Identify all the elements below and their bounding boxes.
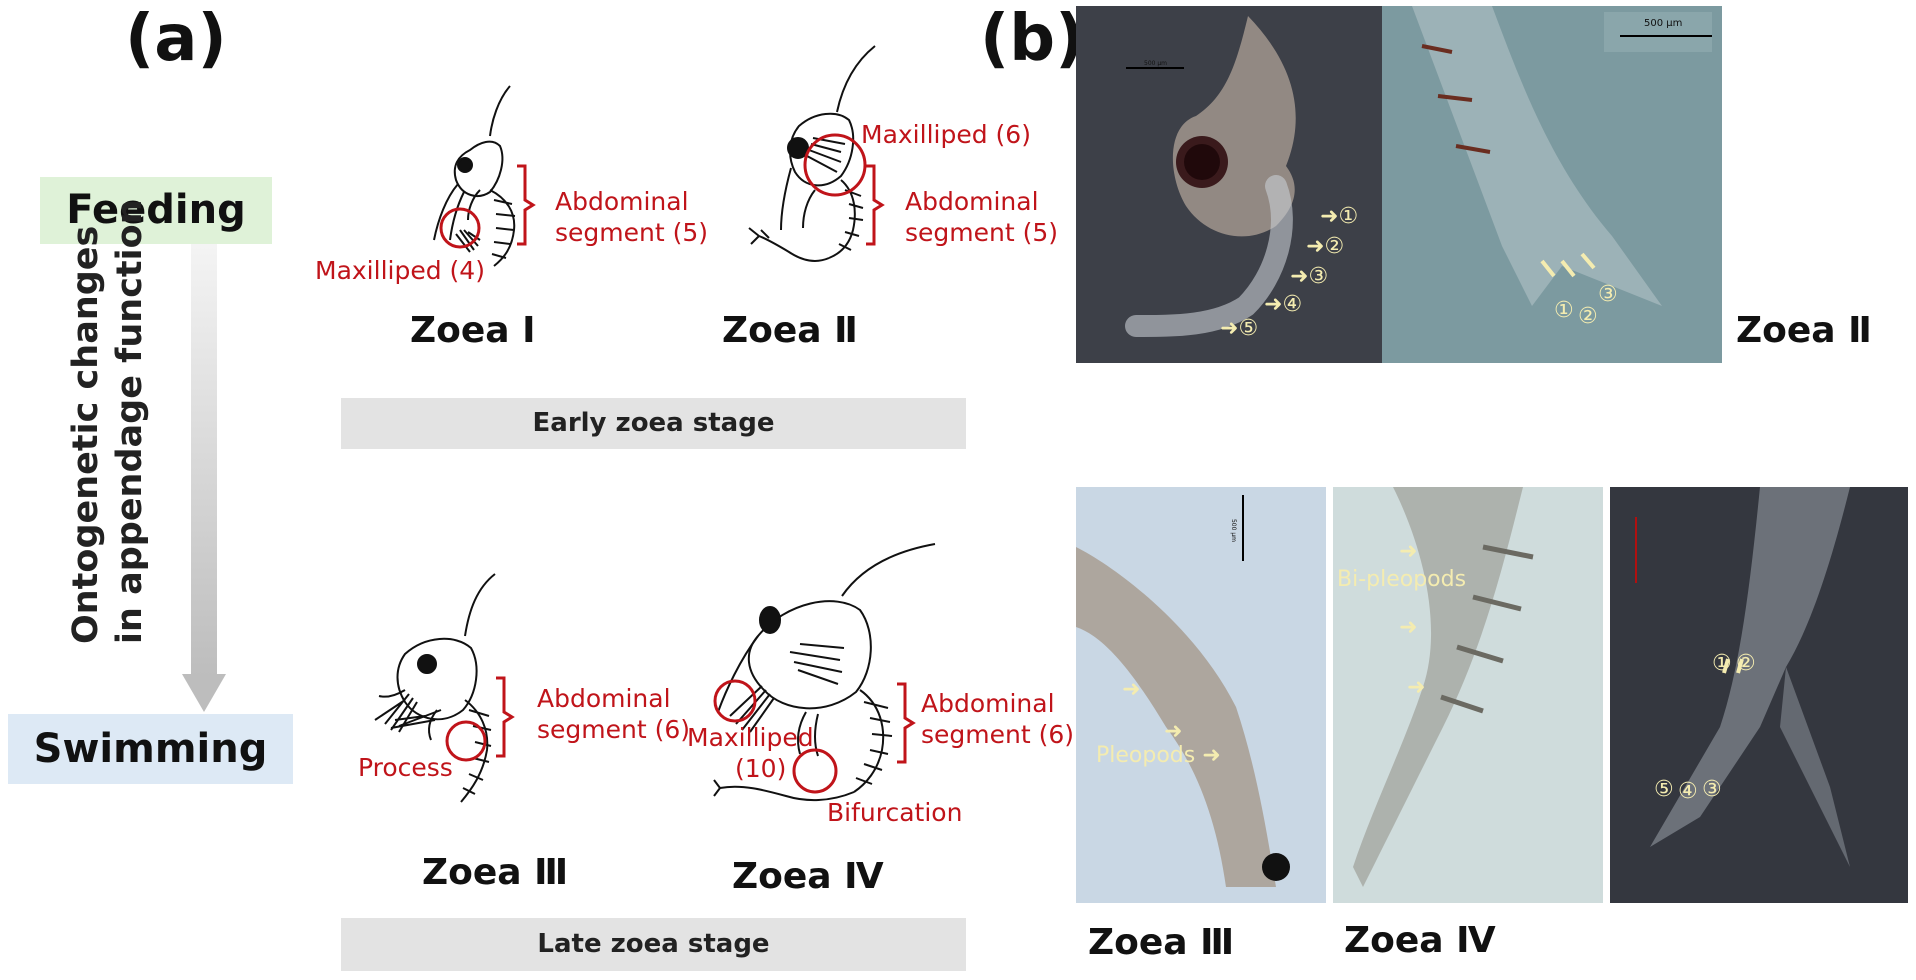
photo-zoea3-pleopods: 500 μm ➜ ➜ Pleopods ➜ (1076, 487, 1326, 903)
zoea4-abdominal-line1: Abdominal (921, 689, 1055, 718)
t4-marker-5: ⑤ (1654, 777, 1674, 802)
zoea4-abdominal-line2: segment (6) (921, 720, 1075, 749)
zoea1-bracket (517, 164, 536, 246)
zoea3-drawing (374, 573, 496, 803)
zoea1-abdominal-label: Abdominal segment (5) (555, 186, 708, 248)
panel-a-label: (a) (125, 2, 227, 76)
zoea4-maxilliped-circle (713, 679, 757, 723)
zoea1-maxilliped-label: Maxilliped (4) (315, 256, 485, 285)
zoea4-bracket (897, 682, 916, 764)
telson-marker-2: ② (1578, 304, 1598, 329)
pleopod-arrow-2: ➜ (1164, 719, 1183, 744)
telson-marker-1: ① (1554, 298, 1574, 323)
photo-zoea2-telson: 500 μm ① ② ③ (1382, 6, 1722, 363)
photo-zoea4-label: Zoea Ⅳ (1344, 920, 1496, 961)
ontogeny-arrow (182, 244, 226, 712)
zoea4-bifurcation-circle (792, 748, 838, 794)
scale-text-1: 500 μm (1144, 60, 1168, 67)
photo-zoea3-label: Zoea Ⅲ (1088, 922, 1235, 963)
zoea3-abdominal-line2: segment (6) (537, 715, 691, 744)
zoea1-abdominal-line2: segment (5) (555, 218, 709, 247)
early-zoea-stage-bar: Early zoea stage (341, 398, 966, 449)
bipleopod-arrow-1: ➜ (1399, 539, 1418, 564)
zoea3-abdominal-line1: Abdominal (537, 684, 671, 713)
marker-5-num: ⑤ (1238, 316, 1259, 341)
zoea4-maxilliped-label: Maxilliped (10) (687, 722, 814, 784)
marker-2-num: ② (1324, 234, 1345, 259)
axis-label-line1: Ontogenetic changes (66, 225, 106, 644)
panel-b-label: (b) (980, 2, 1085, 76)
photo-zoea4-bipleopods: ➜ Bi-pleopods ➜ ➜ (1333, 487, 1603, 903)
t4-marker-1: ① (1712, 651, 1732, 676)
zoea2-abdominal-line1: Abdominal (905, 187, 1039, 216)
zoea1-title: Zoea Ⅰ (410, 310, 536, 351)
zoea2-bracket (866, 164, 885, 246)
feeding-box: Feeding (40, 177, 272, 244)
zoea2-abdominal-label: Abdominal segment (5) (905, 186, 1058, 248)
zoea4-abdominal-label: Abdominal segment (6) (921, 688, 1074, 750)
scale-text-2: 500 μm (1644, 18, 1683, 29)
photo-zoea4-telson: ① ② ⑤ ④ ③ (1610, 487, 1908, 903)
zoea3-process-label: Process (358, 753, 453, 782)
zoea4-title: Zoea Ⅳ (732, 856, 884, 897)
late-zoea-stage-bar: Late zoea stage (341, 918, 966, 971)
t4-marker-2: ② (1736, 651, 1756, 676)
zoea2-maxilliped-label: Maxilliped (6) (861, 120, 1031, 149)
zoea3-abdominal-label: Abdominal segment (6) (537, 683, 690, 745)
zoea4-bifurcation-label: Bifurcation (827, 798, 963, 827)
marker-1: ➜① (1320, 204, 1359, 229)
marker-4-num: ④ (1282, 292, 1303, 317)
photo-zoea2-label: Zoea Ⅱ (1736, 310, 1872, 351)
zoea4-maxilliped-line2: (10) (735, 754, 787, 783)
swimming-box: Swimming (8, 714, 293, 784)
zoea2-drawing (748, 45, 876, 262)
zoea2-maxilliped-circle (803, 133, 867, 197)
axis-label: Ontogenetic changes in appendage functio… (64, 199, 152, 644)
bipleopod-arrow-3: ➜ (1407, 675, 1426, 700)
zoea3-title: Zoea Ⅲ (422, 852, 569, 893)
t4-marker-3: ③ (1702, 777, 1722, 802)
marker-5: ➜⑤ (1220, 316, 1259, 341)
marker-4: ➜④ (1264, 292, 1303, 317)
pleopod-arrow-1: ➜ (1122, 677, 1141, 702)
pleopods-text: Pleopods (1096, 743, 1196, 768)
marker-3: ➜③ (1290, 264, 1329, 289)
telson-marker-3: ③ (1598, 282, 1618, 307)
zoea1-abdominal-line1: Abdominal (555, 187, 689, 216)
axis-label-line2: in appendage function (110, 199, 150, 644)
marker-3-num: ③ (1308, 264, 1329, 289)
zoea3-process-circle (445, 720, 487, 762)
zoea2-title: Zoea Ⅱ (722, 310, 858, 351)
zoea1-maxilliped-circle (439, 207, 481, 249)
photo-zoea2-whole: 500 μm ➜① ➜② ➜③ ➜④ ➜⑤ (1076, 6, 1404, 363)
t4-marker-4: ④ (1678, 779, 1698, 804)
zoea1-drawing (433, 85, 516, 267)
zoea4-maxilliped-line1: Maxilliped (687, 723, 814, 752)
bipleopod-arrow-2: ➜ (1399, 615, 1418, 640)
zoea3-bracket (496, 676, 515, 758)
bi-pleopods-label: Bi-pleopods (1337, 567, 1467, 592)
zoea2-abdominal-line2: segment (5) (905, 218, 1059, 247)
marker-2: ➜② (1306, 234, 1345, 259)
scale-text-3: 500 μm (1230, 518, 1238, 543)
zoea4-drawing (713, 543, 936, 802)
marker-1-num: ① (1338, 204, 1359, 229)
pleopods-label: Pleopods ➜ (1096, 743, 1221, 768)
